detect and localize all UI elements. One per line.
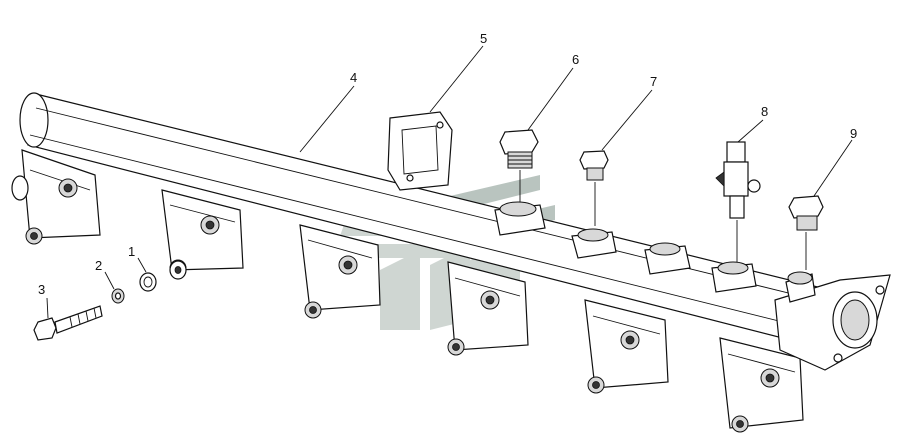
washer-2 (111, 288, 125, 304)
callout-4: 4 (350, 70, 357, 85)
gasket-5 (387, 111, 453, 191)
port-flange (447, 261, 529, 356)
callout-7: 7 (650, 74, 657, 89)
washer-1 (139, 272, 157, 292)
port-flange (584, 299, 669, 394)
callout-leaders (46, 45, 853, 319)
plug-9 (788, 195, 824, 270)
port-flange (11, 149, 101, 245)
plug-6 (499, 129, 539, 202)
valve-8 (715, 141, 761, 262)
boss-8 (711, 261, 757, 293)
callout-3: 3 (38, 282, 45, 297)
plug-7 (579, 150, 609, 226)
pipe-bosses (494, 201, 757, 293)
callout-5: 5 (480, 31, 487, 46)
callout-2: 2 (95, 258, 102, 273)
callout-9: 9 (850, 126, 857, 141)
outlet-flange (774, 271, 891, 371)
callout-6: 6 (572, 52, 579, 67)
bolt-on-flange (169, 260, 187, 280)
callout-8: 8 (761, 104, 768, 119)
port-flange (719, 337, 804, 433)
boss-6 (494, 201, 546, 236)
port-flange (299, 224, 381, 319)
bolt-3 (33, 305, 103, 341)
callout-labels: 1 2 3 4 5 6 7 8 9 (38, 31, 857, 297)
boss-blank (644, 242, 691, 275)
boss-7 (571, 228, 617, 259)
callout-1: 1 (128, 244, 135, 259)
port-flanges (11, 149, 804, 433)
